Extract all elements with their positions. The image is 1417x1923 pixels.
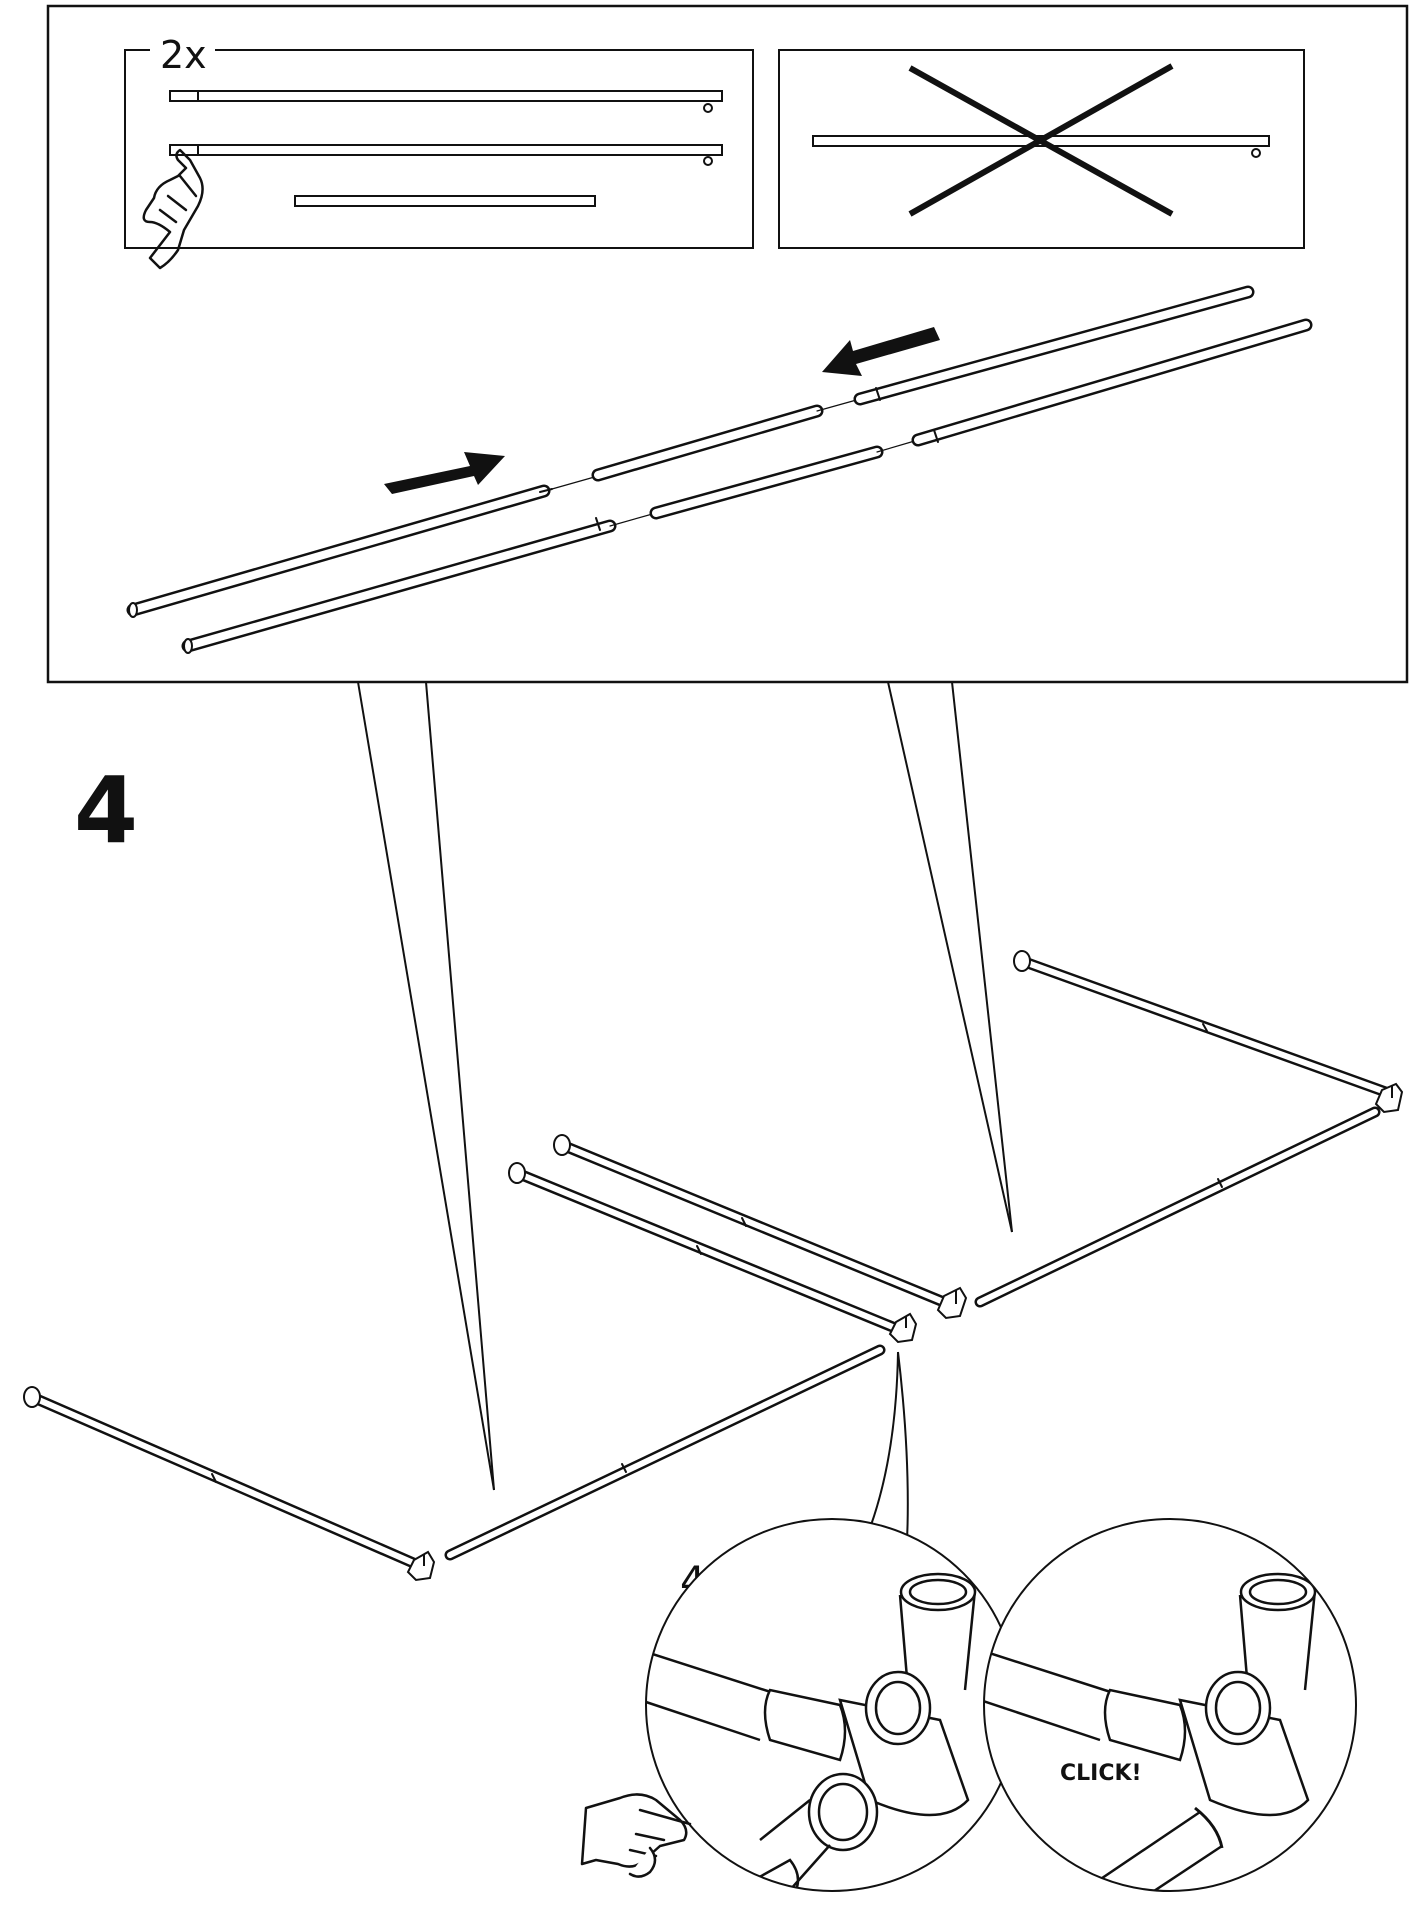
pushing-hand-icon [580,1793,692,1878]
corner-connector-front-right [888,1312,918,1344]
detail-circle-click: CLICK! [983,1518,1357,1892]
corner-connector-back-right [1374,1082,1404,1114]
rod-line-a [126,285,1255,618]
callout-leader-left [357,681,495,1491]
rod-assembly-exploded [126,285,1313,654]
corner-connector-back-left [936,1286,968,1320]
arrow-right-icon [384,452,505,494]
callout-leader-right [887,681,1013,1233]
click-label: CLICK! [1060,1761,1142,1786]
part-rod-2 [169,144,723,156]
parts-box: 2x [124,33,754,270]
rod-line-b [181,318,1313,654]
step-number: 4 [74,757,138,864]
detail-circle-insert [580,1518,1019,1892]
top-panel-frame [46,4,1409,684]
part-connector-rod [294,195,596,207]
rack-frame [23,950,1400,1571]
pointing-hand-icon [142,148,204,270]
parts-quantity-label: 2x [160,33,207,77]
part-rod-1 [169,90,723,102]
cross-out-icon [908,63,1174,217]
arrow-left-icon [822,327,940,376]
wrong-box [778,49,1305,249]
corner-connector-front-left [406,1550,436,1582]
